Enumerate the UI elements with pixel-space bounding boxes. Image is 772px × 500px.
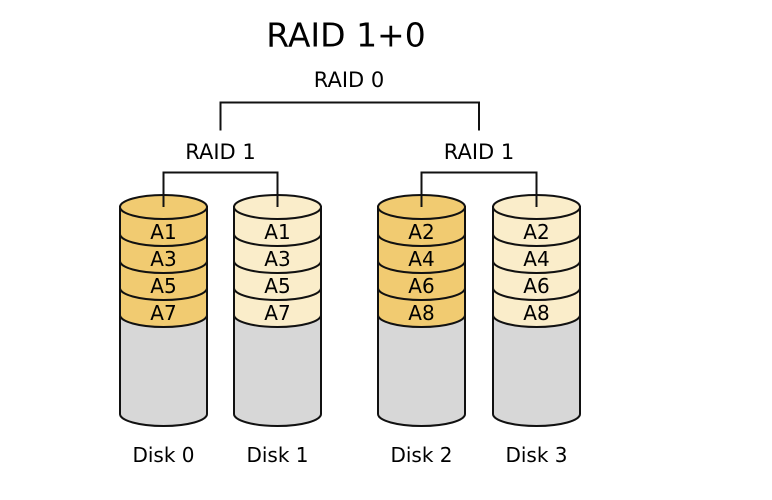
disk-block-label: A6: [523, 274, 549, 298]
disk-block-label: A1: [264, 220, 290, 244]
disk-name-label: Disk 2: [390, 443, 452, 467]
disk-used-region: [119, 206, 208, 328]
raid1-left-label: RAID 1: [185, 140, 256, 164]
disk-name-label: Disk 3: [505, 443, 567, 467]
disk-block-label: A4: [523, 247, 549, 271]
disk-block-label: A2: [523, 220, 549, 244]
disk-block-label: A1: [150, 220, 176, 244]
disk-block-separators: [377, 233, 466, 301]
raid1-left-bracket-line: [162, 171, 279, 207]
disk-block-label: A2: [408, 220, 434, 244]
disk-used-region: [377, 206, 466, 328]
disk-name-label: Disk 1: [246, 443, 308, 467]
disk-block-label: A4: [408, 247, 434, 271]
disk-used-region: [233, 206, 322, 328]
raid1-right-bracket-line: [420, 171, 538, 207]
disk-block-separators: [233, 233, 322, 301]
disk-block-label: A5: [264, 274, 290, 298]
disk-block-label: A8: [408, 301, 434, 325]
disk-block-label: A7: [264, 301, 290, 325]
disk-cylinder-1: A1 A3 A5 A7 Disk 1: [233, 194, 322, 467]
disk-cylinder-3: A2 A4 A6 A8 Disk 3: [492, 194, 581, 467]
disk-block-label: A8: [523, 301, 549, 325]
disk-cylinder-2: A2 A4 A6 A8 Disk 2: [377, 194, 466, 467]
raid1-right-label: RAID 1: [444, 140, 515, 164]
disk-used-region: [492, 206, 581, 328]
raid0-label: RAID 0: [314, 68, 385, 92]
disk-block-label: A6: [408, 274, 434, 298]
disk-cylinder-0: A1 A3 A5 A7 Disk 0: [119, 194, 208, 467]
disk-block-label: A3: [264, 247, 290, 271]
disk-name-label: Disk 0: [132, 443, 194, 467]
disk-block-label: A5: [150, 274, 176, 298]
disk-block-label: A7: [150, 301, 176, 325]
raid0-bracket-line: [219, 101, 480, 131]
disk-block-label: A3: [150, 247, 176, 271]
diagram-title: RAID 1+0: [266, 16, 425, 55]
disk-block-separators: [119, 233, 208, 301]
disk-block-separators: [492, 233, 581, 301]
